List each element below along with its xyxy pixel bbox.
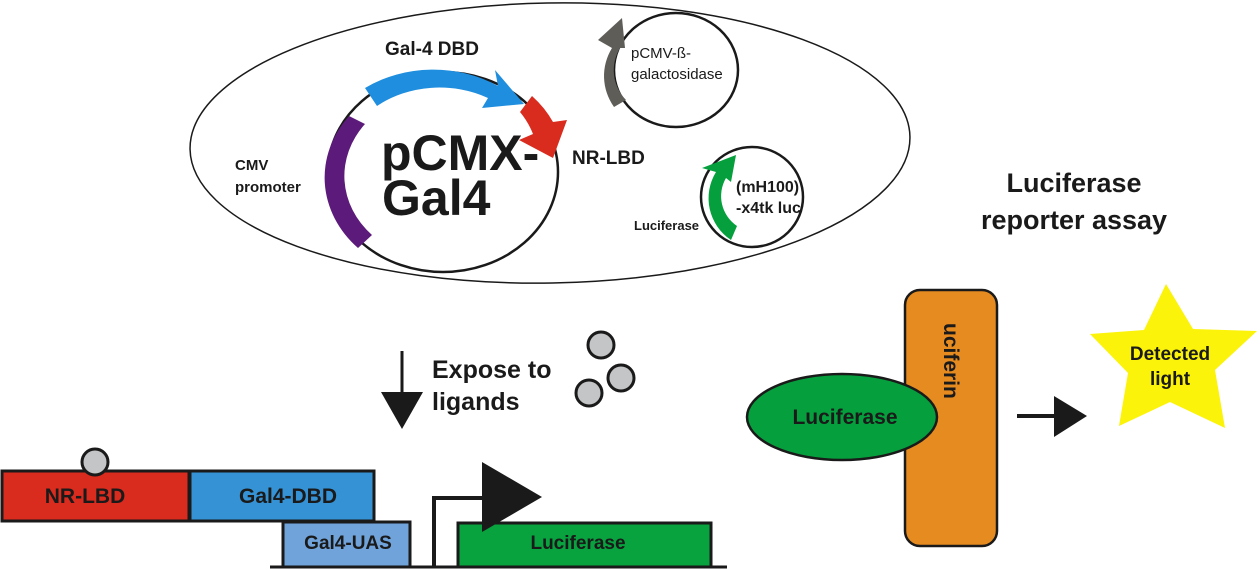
bgal-label-line2: galactosidase <box>631 66 723 83</box>
luciferin-label: uciferin <box>939 323 962 399</box>
luciferase-enzyme-label: Luciferase <box>792 406 897 429</box>
nr-lbd-label: NR-LBD <box>572 148 645 169</box>
cell-outline <box>189 2 911 284</box>
ligand-circle <box>586 330 616 360</box>
cmv-promoter-label-line1: CMV <box>235 157 268 174</box>
title-line2: reporter assay <box>981 205 1167 235</box>
gal4-dbd-box <box>188 469 376 523</box>
detected-light-star <box>1090 284 1257 428</box>
reporter-plasmid-backbone <box>699 145 805 249</box>
expose-label-line1: Expose to <box>432 356 551 384</box>
reaction-arrow-head <box>1054 396 1087 437</box>
fusion-construct: NR-LBD Gal4-DBD Gal4-UAS Luciferase <box>0 447 727 569</box>
ligand-circle <box>606 363 636 393</box>
down-arrow-head <box>381 392 423 429</box>
expose-step: Expose to ligands <box>381 330 636 429</box>
bound-ligand <box>80 447 110 477</box>
bgal-gene-arrow <box>598 18 626 107</box>
gal4-uas-box-label: Gal4-UAS <box>304 533 392 554</box>
luciferase-reaction: uciferin Luciferase Detected light <box>745 284 1257 548</box>
cmv-promoter-segment <box>324 116 372 248</box>
luciferase-enzyme <box>745 372 939 462</box>
reporter-label-line2: -x4tk luc <box>736 200 801 217</box>
gal4-dbd-box-label: Gal4-DBD <box>239 485 337 508</box>
main-plasmid-name-line2: Gal4 <box>382 170 491 226</box>
luciferase-gene-box-label: Luciferase <box>530 533 625 554</box>
detected-light-line1: Detected <box>1130 344 1210 365</box>
transcription-start-arrowhead <box>482 462 542 532</box>
main-plasmid-name-line1: pCMX- <box>381 125 539 181</box>
expose-label-line2: ligands <box>432 388 520 416</box>
bgal-plasmid-backbone <box>612 11 740 129</box>
cmv-promoter-label-line2: promoter <box>235 179 301 196</box>
bgal-label-line1: pCMV-ß- <box>631 45 691 62</box>
luciferase-gene-arrow <box>702 155 737 240</box>
detected-light-line2: light <box>1150 369 1191 390</box>
gal4-uas-box <box>281 520 412 569</box>
gal4-dbd-label: Gal-4 DBD <box>385 39 479 60</box>
reporter-label-line1: (mH100) <box>736 179 799 196</box>
nr-lbd-box-label: NR-LBD <box>45 485 125 508</box>
luciferase-gene-box <box>456 521 713 569</box>
reporter-gene-label: Luciferase <box>634 218 699 233</box>
title-line1: Luciferase <box>1006 168 1141 198</box>
transcription-start-arrow <box>432 496 484 567</box>
gal4-dbd-arrow <box>365 69 524 108</box>
nr-lbd-box <box>0 469 191 523</box>
nr-lbd-arrow <box>519 96 567 158</box>
main-plasmid: pCMX- Gal4 Gal-4 DBD NR-LBD CMV promoter <box>235 39 645 274</box>
reporter-plasmid: (mH100) -x4tk luc Luciferase <box>634 145 805 249</box>
ligand-circle <box>574 378 604 408</box>
bgal-plasmid: pCMV-ß- galactosidase <box>598 11 740 129</box>
